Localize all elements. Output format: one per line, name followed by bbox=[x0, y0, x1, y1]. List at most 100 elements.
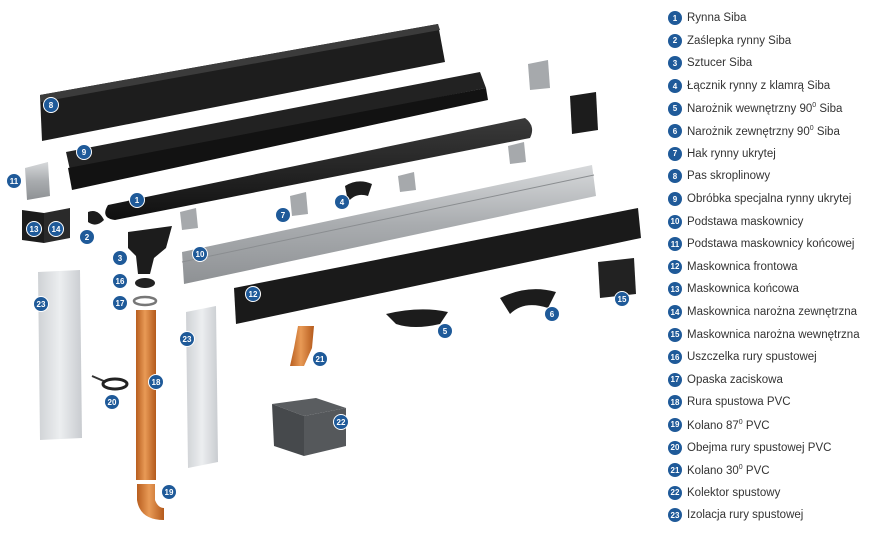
callout-badge: 10 bbox=[192, 246, 208, 262]
part-elbow-87 bbox=[137, 484, 164, 520]
legend-number-badge: 3 bbox=[668, 56, 682, 71]
legend-label-text: Kolektor spustowy bbox=[687, 486, 781, 499]
legend-number-badge: 15 bbox=[668, 327, 682, 342]
legend-number-badge: 10 bbox=[668, 214, 682, 229]
legend-label-text: Zaślepka rynny Siba bbox=[687, 34, 792, 47]
legend-label: Kolano 870 PVC bbox=[687, 419, 770, 432]
legend-label-text: Hak rynny ukrytej bbox=[687, 147, 776, 160]
legend-item: 13 Maskownica końcowa bbox=[668, 278, 878, 301]
legend-item: 11 Podstawa maskownicy końcowej bbox=[668, 233, 878, 256]
legend-item: 9 Obróbka specjalna rynny ukrytej bbox=[668, 188, 878, 211]
legend-label-text: Maskownica narożna zewnętrzna bbox=[687, 306, 858, 319]
callout-badge: 1 bbox=[129, 192, 145, 208]
legend-label: Podstawa maskownicy końcowej bbox=[687, 238, 854, 250]
legend-label: Izolacja rury spustowej bbox=[687, 509, 803, 521]
part-outer-corner bbox=[500, 289, 556, 314]
callout-badge: 14 bbox=[48, 221, 64, 237]
part-pipe-insulation bbox=[38, 270, 218, 468]
legend-label-text: Kolano 87 bbox=[687, 419, 739, 432]
callout-badge: 20 bbox=[104, 394, 120, 410]
callout-badge: 3 bbox=[112, 250, 128, 266]
legend-item: 4 Łącznik rynny z klamrą Siba bbox=[668, 75, 878, 98]
callout-badge: 15 bbox=[614, 291, 630, 307]
legend-number-badge: 7 bbox=[668, 146, 682, 161]
legend-label: Rura spustowa PVC bbox=[687, 396, 791, 408]
legend-label-text: Narożnik zewnętrzny 90 bbox=[687, 125, 810, 138]
degree-sup: 0 bbox=[738, 418, 743, 426]
degree-sup: 0 bbox=[809, 124, 814, 132]
legend-number-badge: 6 bbox=[668, 124, 682, 139]
legend-number-badge: 1 bbox=[668, 11, 682, 26]
legend-item: 15 Maskownica narożna wewnętrzna bbox=[668, 323, 878, 346]
legend-label-text: Sztucer Siba bbox=[687, 57, 753, 70]
callout-badge: 23 bbox=[33, 296, 49, 312]
part-gutter-cap bbox=[88, 211, 104, 225]
legend-item: 8 Pas skroplinowy bbox=[668, 165, 878, 188]
part-hooks bbox=[180, 60, 550, 230]
part-connector bbox=[345, 181, 372, 202]
legend-number-badge: 16 bbox=[668, 350, 682, 365]
legend-label: Maskownica narożna wewnętrzna bbox=[687, 329, 860, 341]
part-corner-fascia-top bbox=[570, 92, 598, 134]
legend-label-suffix: Siba bbox=[816, 103, 843, 116]
legend-number-badge: 8 bbox=[668, 169, 682, 184]
legend-number-badge: 14 bbox=[668, 305, 682, 320]
parts-legend: 1 Rynna Siba 2 Zaślepka rynny Siba 3 Sztucer … bbox=[668, 7, 878, 527]
callout-badge: 21 bbox=[312, 351, 328, 367]
legend-label: Rynna Siba bbox=[687, 12, 746, 24]
legend-label: Opaska zaciskowa bbox=[687, 374, 783, 386]
legend-label-text: Narożnik wewnętrzny 90 bbox=[687, 103, 813, 116]
legend-label: Sztucer Siba bbox=[687, 57, 752, 69]
legend-label-suffix: PVC bbox=[742, 419, 770, 432]
legend-number-badge: 12 bbox=[668, 259, 682, 274]
legend-number-badge: 21 bbox=[668, 463, 682, 478]
callout-badge: 4 bbox=[334, 194, 350, 210]
legend-item: 5 Narożnik wewnętrzny 900 Siba bbox=[668, 97, 878, 120]
legend-item: 7 Hak rynny ukrytej bbox=[668, 143, 878, 166]
callout-badge: 7 bbox=[275, 207, 291, 223]
legend-label-text: Podstawa maskownicy bbox=[687, 215, 804, 228]
part-front-fascia bbox=[234, 208, 641, 324]
legend-number-badge: 5 bbox=[668, 101, 682, 116]
legend-item: 2 Zaślepka rynny Siba bbox=[668, 30, 878, 53]
legend-item: 12 Maskownica frontowa bbox=[668, 256, 878, 279]
legend-label: Narożnik wewnętrzny 900 Siba bbox=[687, 102, 842, 115]
legend-label-text: Izolacja rury spustowej bbox=[687, 509, 804, 522]
callout-badge: 2 bbox=[79, 229, 95, 245]
legend-item: 14 Maskownica narożna zewnętrzna bbox=[668, 301, 878, 324]
legend-label-text: Kolano 30 bbox=[687, 464, 739, 477]
callout-badge: 16 bbox=[112, 273, 128, 289]
legend-number-badge: 4 bbox=[668, 79, 682, 94]
legend-label-text: Rynna Siba bbox=[687, 12, 747, 25]
legend-number-badge: 9 bbox=[668, 192, 682, 207]
legend-item: 6 Narożnik zewnętrzny 900 Siba bbox=[668, 120, 878, 143]
legend-label: Podstawa maskownicy bbox=[687, 216, 803, 228]
legend-label: Maskownica frontowa bbox=[687, 261, 798, 273]
legend-label-text: Maskownica końcowa bbox=[687, 283, 799, 296]
legend-label: Hak rynny ukrytej bbox=[687, 148, 776, 160]
callout-badge: 12 bbox=[245, 286, 261, 302]
legend-label: Narożnik zewnętrzny 900 Siba bbox=[687, 125, 840, 138]
part-downpipe bbox=[136, 310, 156, 480]
legend-label: Maskownica końcowa bbox=[687, 283, 799, 295]
part-elbow-30 bbox=[290, 326, 314, 366]
legend-label: Obróbka specjalna rynny ukrytej bbox=[687, 193, 851, 205]
legend-number-badge: 11 bbox=[668, 237, 682, 252]
legend-label-suffix: Siba bbox=[813, 125, 840, 138]
legend-number-badge: 13 bbox=[668, 282, 682, 297]
legend-label-text: Pas skroplinowy bbox=[687, 170, 771, 183]
part-drip-strip bbox=[40, 24, 445, 141]
legend-number-badge: 2 bbox=[668, 33, 682, 48]
legend-label: Łącznik rynny z klamrą Siba bbox=[687, 80, 830, 92]
callout-badge: 9 bbox=[76, 144, 92, 160]
legend-label-text: Łącznik rynny z klamrą Siba bbox=[687, 80, 831, 93]
legend-label: Zaślepka rynny Siba bbox=[687, 35, 791, 47]
legend-label: Kolektor spustowy bbox=[687, 487, 780, 499]
callout-badge: 5 bbox=[437, 323, 453, 339]
